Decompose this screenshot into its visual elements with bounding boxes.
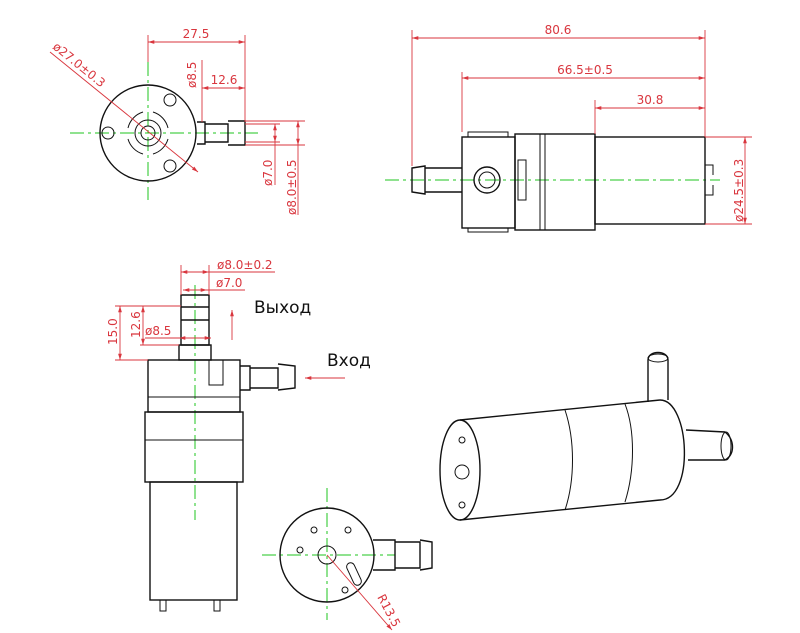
dim-12-6-front: 12.6 (129, 311, 143, 338)
pump-middle (144, 411, 244, 483)
outlet-hole (134, 119, 162, 147)
front-view: ø8.0±0.2 ø7.0 15.0 12.6 ø8.5 Выход Вход (106, 258, 371, 612)
dim-phi-27: ø27.0±0.3 (50, 39, 108, 90)
dim-phi-8-0-2: ø8.0±0.2 (217, 258, 273, 272)
pump-middle (514, 133, 596, 231)
dim-phi-7-front: ø7.0 (216, 276, 242, 290)
pump-body-circle (99, 84, 197, 182)
dim-30-8: 30.8 (637, 93, 664, 107)
motor-end (439, 419, 481, 521)
inlet-boss (473, 166, 501, 194)
inlet-tube (685, 429, 734, 461)
dim-15-0: 15.0 (106, 318, 120, 345)
inlet-tube (373, 539, 433, 571)
inlet-tube (240, 363, 296, 391)
dim-phi-8-tol: ø8.0±0.5 (285, 159, 299, 215)
motor (149, 481, 238, 601)
dim-phi-8-5-front: ø8.5 (145, 324, 171, 338)
pump-head (461, 136, 516, 229)
outlet-tube (197, 120, 246, 146)
dim-27-5: 27.5 (183, 27, 210, 41)
inlet-label: Вход (327, 351, 371, 371)
dim-r13-5: R13.5 (374, 592, 403, 630)
screw-icon (101, 126, 115, 140)
screw-icon (163, 93, 177, 107)
end-view: 27.5 12.6 ø8.5 ø27.0±0.3 ø7.0 ø8.0±0.5 (49, 27, 305, 215)
screw-icon (163, 159, 177, 173)
motor (594, 136, 706, 225)
bottom-circle (279, 507, 375, 603)
pump-head (147, 359, 241, 413)
side-view: 80.6 66.5±0.5 30.8 ø24.5±0.3 (385, 23, 752, 233)
dim-66-5: 66.5±0.5 (557, 63, 613, 77)
terminals (705, 164, 714, 196)
dim-phi-24-5: ø24.5±0.3 (732, 159, 746, 222)
isometric-view (439, 351, 734, 521)
outlet-label: Выход (254, 298, 311, 318)
inlet-tube (411, 165, 462, 195)
dim-phi-7: ø7.0 (261, 160, 275, 186)
terminals (159, 600, 221, 612)
dim-phi-8-5: ø8.5 (185, 62, 199, 88)
dim-80-6: 80.6 (545, 23, 572, 37)
bottom-view: R13.5 (262, 488, 433, 631)
dim-12-6: 12.6 (211, 73, 238, 87)
slot-ring (127, 111, 169, 155)
outlet-tube (647, 351, 669, 402)
